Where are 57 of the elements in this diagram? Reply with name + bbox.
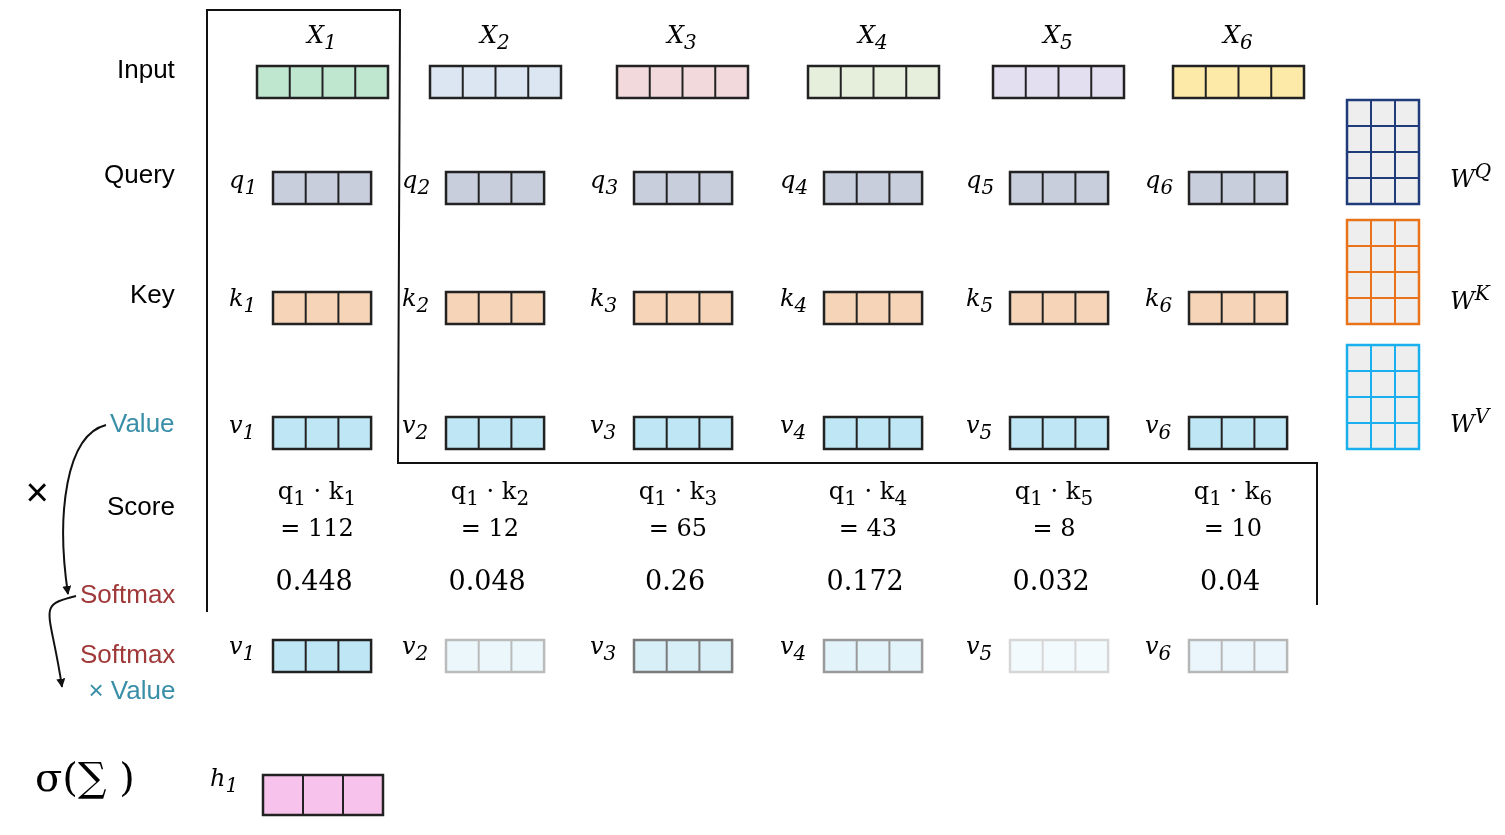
softmax-value: 0.032 [1012, 566, 1090, 596]
row-label: × Value [87, 674, 176, 708]
vector-symbol: v$_{1}$ [229, 412, 256, 443]
vector-symbol: X$_{3}$ [667, 22, 697, 53]
row-label: Key [130, 280, 175, 309]
vector-symbol: q$_{2}$ [402, 167, 431, 198]
row-label: Score [107, 492, 175, 521]
vector-symbol: v$_{5}$ [966, 633, 993, 664]
vector-symbol: k$_{2}$ [402, 285, 430, 316]
vector-symbol: k$_{1}$ [229, 285, 257, 316]
vector-symbol: v$_{4}$ [780, 633, 807, 664]
score-formula: q$_{1}$ · k$_{6}$ = 10 [1192, 476, 1274, 544]
vector-symbol: k$_{6}$ [1145, 285, 1173, 316]
row-label: Softmax [80, 638, 176, 671]
vector-symbol: v$_{6}$ [1145, 633, 1172, 664]
arrow [62, 424, 107, 595]
softmax-value: 0.448 [275, 566, 353, 596]
vector-symbol: v$_{2}$ [402, 412, 429, 443]
vector-symbol: X$_{6}$ [1223, 22, 1253, 53]
score-formula: q$_{1}$ · k$_{4}$ = 43 [827, 476, 909, 544]
score-formula: q$_{1}$ · k$_{5}$ = 8 [1013, 476, 1095, 544]
vector-symbol: q$_{6}$ [1145, 167, 1174, 198]
vector-symbol: v$_{6}$ [1145, 412, 1172, 443]
vector-symbol: X$_{2}$ [480, 22, 510, 53]
matrix-symbol: W$^{V}$ [1450, 405, 1490, 438]
vector-symbol: v$_{2}$ [402, 633, 429, 664]
softmax-value: 0.04 [1200, 566, 1261, 596]
vector-symbol: X$_{4}$ [858, 22, 888, 53]
row-label: Softmax [80, 578, 176, 611]
vector-symbol: q$_{5}$ [966, 167, 995, 198]
vector-symbol: k$_{5}$ [966, 285, 994, 316]
score-formula: q$_{1}$ · k$_{2}$ = 12 [449, 476, 531, 544]
score-formula: q$_{1}$ · k$_{1}$ = 112 [276, 476, 358, 544]
vector-symbol: k$_{3}$ [590, 285, 618, 316]
vector-symbol: q$_{4}$ [780, 167, 809, 198]
softmax-value: 0.048 [448, 566, 526, 596]
row-label: Query [104, 160, 175, 189]
sum-formula: σ(∑ ) [35, 755, 135, 799]
vector-symbol: q$_{1}$ [229, 167, 258, 198]
vector-symbol: q$_{3}$ [590, 167, 619, 198]
matrix-symbol: W$^{K}$ [1450, 282, 1490, 315]
matrix-symbol: W$^{Q}$ [1450, 160, 1492, 193]
softmax-value: 0.26 [645, 566, 706, 596]
vector-symbol: v$_{1}$ [229, 633, 256, 664]
vector-symbol: v$_{3}$ [590, 633, 617, 664]
row-label: Input [117, 55, 175, 84]
vector-symbol: X$_{1}$ [307, 22, 337, 53]
vector-symbol: k$_{4}$ [780, 285, 808, 316]
vector-symbol: v$_{5}$ [966, 412, 993, 443]
arrow [48, 595, 77, 688]
vector-symbol: X$_{5}$ [1043, 22, 1073, 53]
vector-symbol: v$_{4}$ [780, 412, 807, 443]
score-formula: q$_{1}$ · k$_{3}$ = 65 [637, 476, 719, 544]
vector-symbol: h$_{1}$ [210, 765, 239, 796]
softmax-value: 0.172 [826, 566, 904, 596]
row-label: Value [110, 407, 175, 440]
vector-symbol: v$_{3}$ [590, 412, 617, 443]
